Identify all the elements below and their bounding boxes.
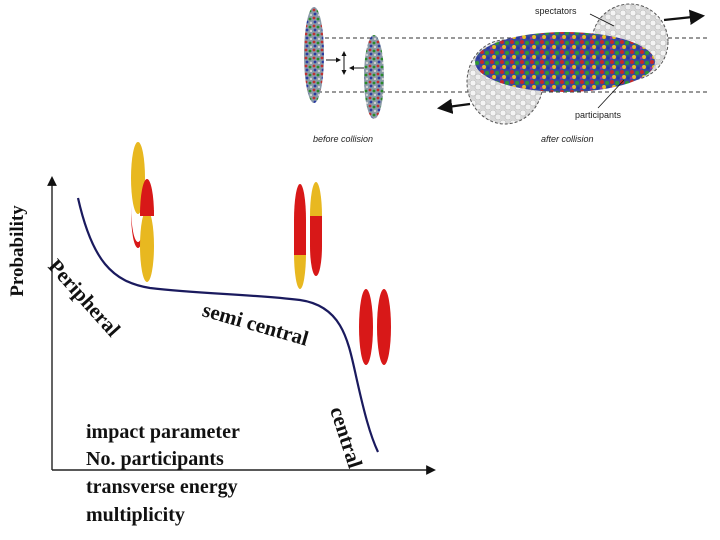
spectators-label: spectators (535, 6, 577, 16)
participant-fireball (475, 32, 655, 92)
spectators-pointer (589, 13, 615, 27)
participants-label: participants (575, 110, 622, 120)
nucleus-before-left (304, 7, 324, 103)
quantity-impact-parameter: impact parameter (86, 421, 240, 443)
nuclei-semi-central (294, 182, 322, 289)
y-axis-label: Probability (6, 205, 28, 297)
quantity-multiplicity: multiplicity (86, 504, 185, 526)
before-collision-caption: before collision (313, 134, 374, 144)
centrality-distribution-curve (76, 197, 379, 453)
spectator-arrow-right (663, 9, 706, 25)
participants-pointer (597, 79, 625, 109)
after-collision-caption: after collision (541, 134, 594, 144)
quantity-number-participants: No. participants (86, 448, 224, 470)
quantity-transverse-energy: transverse energy (86, 476, 238, 498)
nucleus-before-right (364, 35, 384, 119)
spectator-arrow-left (436, 98, 471, 115)
nuclei-peripheral (131, 142, 154, 282)
nuclei-central (359, 289, 391, 365)
